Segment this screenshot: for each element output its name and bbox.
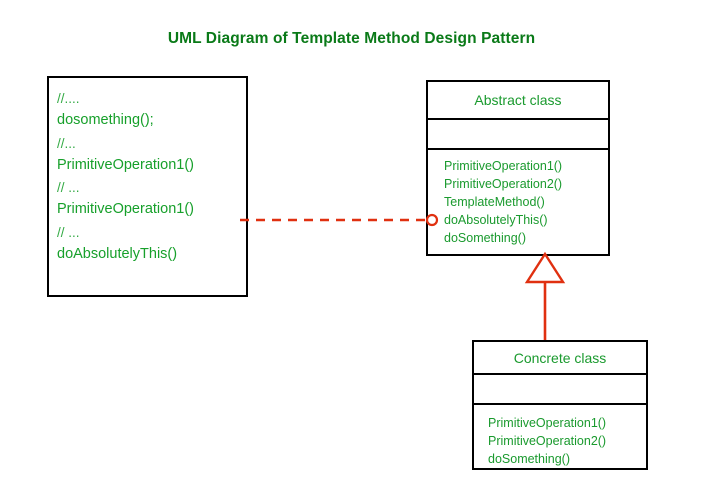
method-item: doSomething() [488, 452, 570, 466]
template-method-note-box[interactable]: //.... dosomething(); //... PrimitiveOpe… [47, 76, 248, 297]
abstract-class-box[interactable]: Abstract class PrimitiveOperation1() Pri… [426, 80, 610, 256]
concrete-class-name: Concrete class [474, 342, 646, 375]
note-line: // ... [57, 224, 80, 240]
page-title: UML Diagram of Template Method Design Pa… [167, 30, 536, 47]
abstract-class-name: Abstract class [428, 82, 608, 120]
method-item: PrimitiveOperation2() [488, 434, 607, 448]
abstract-class-methods: PrimitiveOperation1() PrimitiveOperation… [428, 150, 608, 254]
generalization-connector [524, 251, 566, 340]
method-item: doSomething() [444, 231, 526, 245]
concrete-class-attributes [474, 375, 646, 405]
method-item: PrimitiveOperation1() [444, 159, 563, 173]
hollow-triangle-arrowhead-icon [524, 251, 566, 284]
note-line: // ... [57, 180, 80, 195]
method-item: PrimitiveOperation2() [444, 177, 563, 191]
method-item: TemplateMethod() [444, 195, 545, 209]
concrete-class-methods: PrimitiveOperation1() PrimitiveOperation… [474, 405, 646, 468]
concrete-class-box[interactable]: Concrete class PrimitiveOperation1() Pri… [472, 340, 648, 470]
note-line: //... [57, 135, 76, 151]
anchor-circle-icon [425, 213, 439, 227]
note-link-connector [240, 213, 439, 227]
note-line: PrimitiveOperation1() [57, 201, 194, 217]
note-line: //.... [57, 91, 80, 106]
method-item-do-absolutely-this: doAbsolutelyThis() [444, 213, 548, 227]
method-item: PrimitiveOperation1() [488, 416, 607, 430]
note-line: doAbsolutelyThis() [57, 245, 178, 262]
note-line: dosomething(); [57, 112, 154, 128]
note-line: PrimitiveOperation1() [57, 156, 194, 173]
abstract-class-attributes [428, 120, 608, 150]
